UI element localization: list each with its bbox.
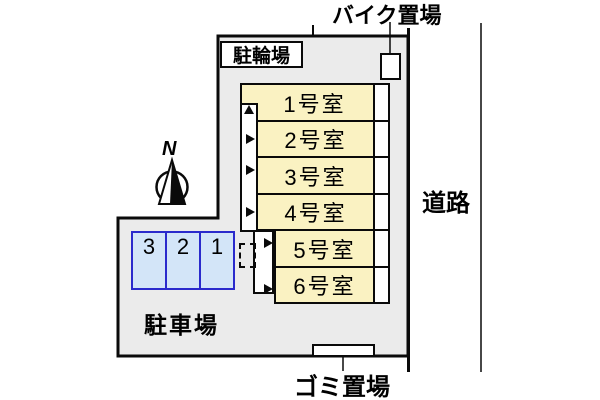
- entrance-arrow-room4-icon: [246, 207, 255, 217]
- entrance-dashed-box: [239, 243, 256, 268]
- balcony-strip-4: [373, 193, 390, 231]
- balcony-strip-2: [373, 120, 390, 158]
- entrance-arrow-room5-icon: [264, 238, 273, 248]
- parking-space-1: 1: [210, 234, 224, 259]
- parking-space-3: 3: [133, 233, 167, 288]
- road-label: 道路: [422, 190, 470, 217]
- balcony-strip-1: [373, 83, 390, 122]
- car-parking-spaces: 3 2 1: [131, 231, 235, 290]
- bicycle-parking-label-box: 駐輪場: [220, 41, 303, 68]
- car-parking-label: 駐車場: [144, 312, 219, 338]
- north-label: N: [162, 138, 177, 160]
- bike-storage-label: バイク置場: [332, 3, 442, 28]
- entrance-arrow-room6-icon: [264, 284, 273, 294]
- entrance-arrow-room2-icon: [246, 134, 255, 144]
- garbage-place-rect: [312, 344, 375, 357]
- balcony-strip-3: [373, 156, 390, 195]
- room-5: 5号室: [274, 229, 375, 268]
- room-3: 3号室: [256, 156, 375, 195]
- parking-space-2: 2: [167, 233, 201, 288]
- room-1: 1号室: [240, 83, 375, 122]
- room-2: 2号室: [256, 120, 375, 158]
- entrance-arrow-up-icon: [244, 105, 254, 114]
- bike-storage-square: [380, 53, 401, 80]
- room-4: 4号室: [256, 193, 375, 231]
- balcony-strip-5: [373, 229, 390, 268]
- garbage-label: ゴミ置場: [294, 374, 390, 400]
- entrance-arrow-room3-icon: [246, 165, 255, 175]
- balcony-strip-6: [373, 266, 390, 304]
- compass-north-arrow-icon: [155, 156, 189, 205]
- room-6: 6号室: [274, 266, 375, 304]
